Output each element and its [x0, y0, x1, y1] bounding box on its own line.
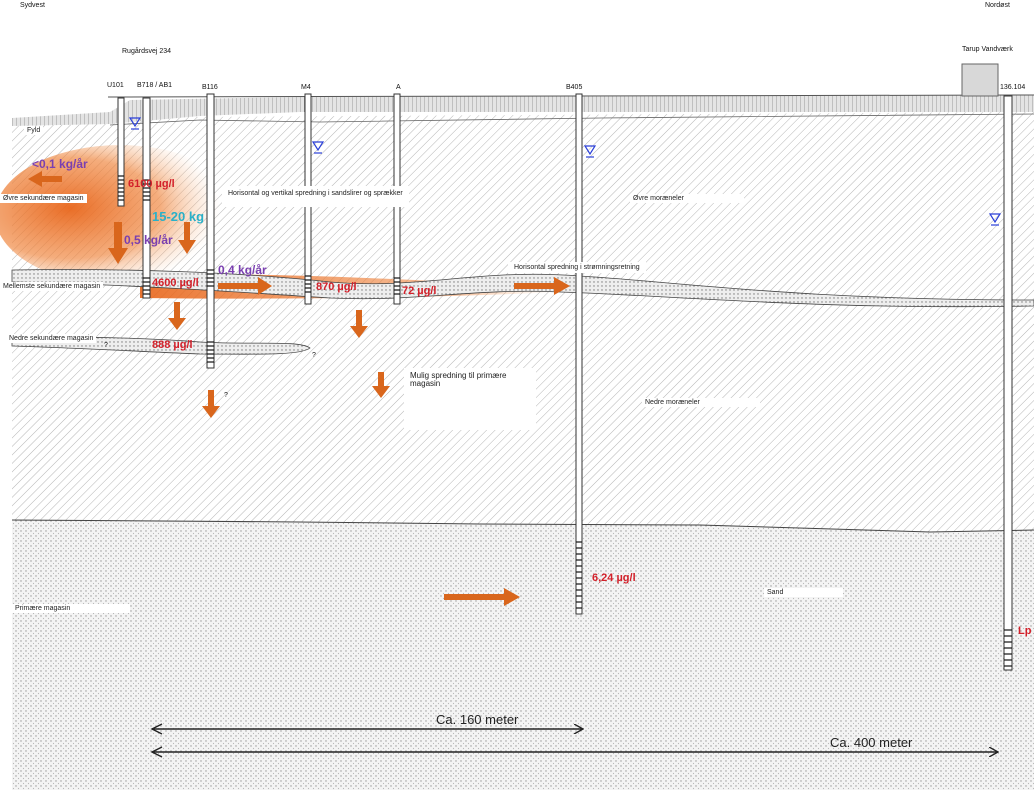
direction-northeast: Nordøst [985, 2, 1010, 9]
arrow-down-icon [202, 390, 220, 418]
flux-0-5: 0,5 kg/år [124, 233, 173, 247]
water-table-icon [128, 117, 142, 128]
layer-label-middle-secondary: Mellemste sekundære magasin [0, 282, 104, 291]
layer-label-lower-secondary: Nedre sekundære magasin [6, 334, 97, 343]
address-label: Rugårdsvej 234 [122, 48, 172, 55]
water-table-icon [583, 145, 597, 156]
arrow-down-icon [168, 302, 186, 330]
mass-estimate: 15-20 kg [152, 209, 205, 224]
well-label-ref: 136.104 [1000, 84, 1026, 91]
flow-arrows [28, 171, 570, 606]
concentration-870: 870 µg/l [316, 281, 357, 293]
concentration-888: 888 µg/l [152, 339, 193, 351]
well-label-u101: U101 [107, 82, 124, 89]
arrow-down-icon [108, 222, 128, 264]
arrow-down-icon [372, 372, 390, 398]
arrow-right-icon [444, 588, 520, 606]
well-label-a: A [396, 84, 401, 91]
layer-label-lower-moraine: Nedre moræneler [642, 398, 760, 407]
moraine-clay-layer [12, 112, 1034, 532]
arrow-down-icon [350, 310, 368, 338]
direction-southwest: Sydvest [20, 2, 45, 9]
annotation-horizontal-flow: Horisontal spredning i strømningsretning [508, 262, 646, 273]
question-mark: ? [312, 352, 316, 359]
annotation-possible-spread: Mulig spredning til primære magasin [404, 368, 536, 430]
flux-lt-0-1: <0,1 kg/år [32, 157, 88, 171]
layer-label-sand: Sand [764, 588, 844, 597]
scale-label-160: Ca. 160 meter [436, 712, 519, 727]
upper-moraine-boundary [109, 113, 1034, 126]
concentration-ref: Lp [1018, 625, 1032, 637]
arrow-right-icon [514, 277, 570, 295]
well-screens [118, 175, 1012, 667]
arrow-left-icon [28, 171, 62, 187]
waterworks-building [961, 63, 999, 97]
concentration-624: 6,24 µg/l [592, 572, 636, 584]
well-ref [1003, 95, 1013, 671]
layer-label-fyld: Fyld [24, 126, 44, 135]
well-label-b405: B405 [566, 84, 583, 91]
waterworks-label: Tarup Vandværk [962, 46, 1013, 53]
annotation-horizontal-vertical: Horisontal og vertikal spredning i sands… [222, 186, 409, 207]
water-table-markers [128, 117, 1002, 226]
layer-label-upper-secondary: Øvre sekundære magasin [0, 194, 87, 203]
well-label-b718: B718 / AB1 [137, 82, 173, 89]
question-mark: ? [224, 392, 228, 399]
terrain-fill-strip [12, 95, 1034, 126]
layer-label-primary: Primære magasin [12, 604, 131, 613]
well-b116 [206, 93, 215, 369]
well-b405 [575, 93, 583, 615]
concentration-4600: 4600 µg/l [152, 277, 199, 289]
scale-bars [150, 723, 998, 758]
flux-0-4: 0,4 kg/år [218, 263, 267, 277]
layer-label-upper-moraine: Øvre moræneler [630, 194, 744, 203]
well-label-b116: B116 [202, 84, 218, 91]
water-table-icon [988, 213, 1002, 224]
primary-sand-layer [12, 520, 1034, 790]
sand-boundary-line [11, 519, 1034, 533]
water-table-icon [311, 141, 325, 152]
concentration-72: 72 µg/l [402, 285, 437, 297]
terrain-line [107, 94, 1034, 98]
arrow-down-icon [178, 222, 196, 254]
arrow-right-icon [218, 277, 272, 295]
well-u101 [117, 97, 125, 207]
well-b718 [142, 97, 151, 299]
question-mark: ? [104, 342, 108, 349]
well-label-m4: M4 [301, 84, 311, 91]
concentration-6100: 6100 µg/l [128, 178, 175, 190]
scale-label-400: Ca. 400 meter [830, 735, 913, 750]
